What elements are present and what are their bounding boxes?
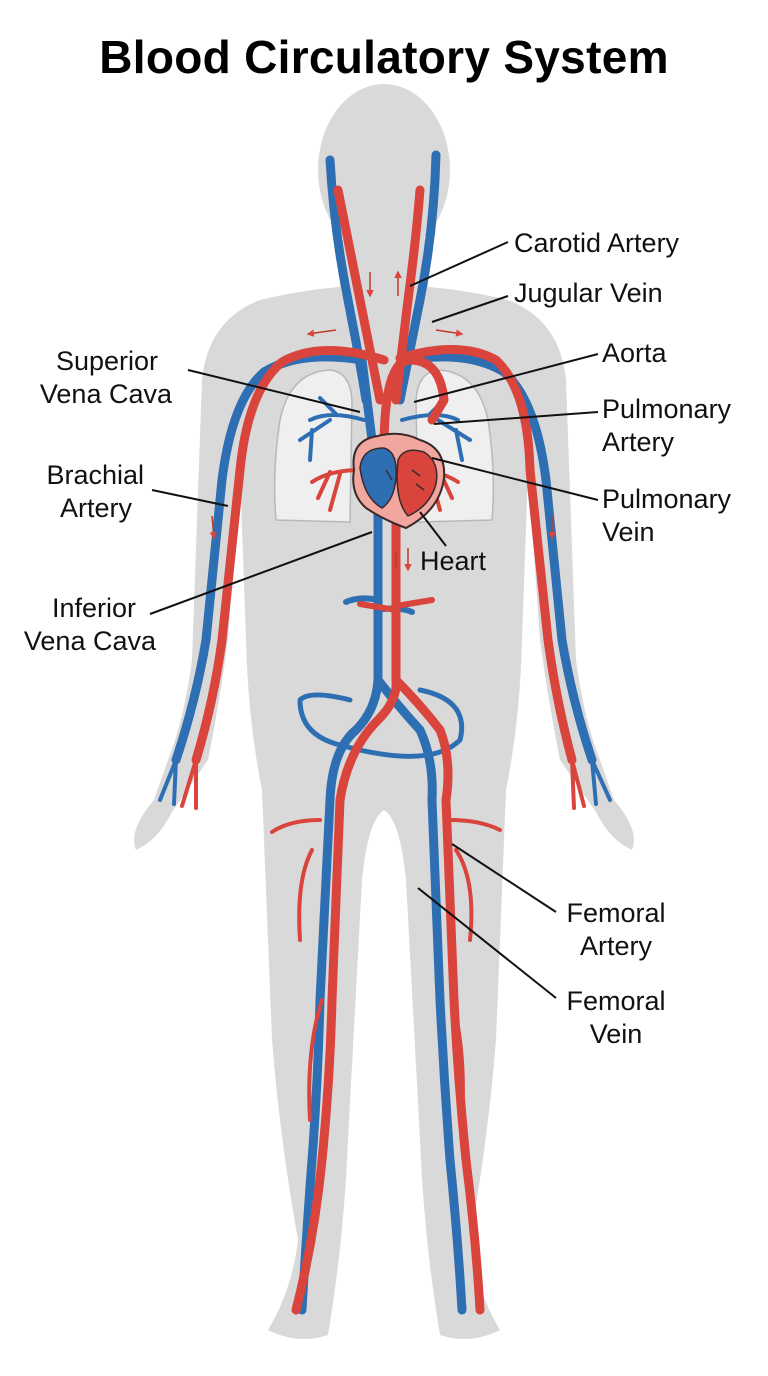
label-heart: Heart: [420, 546, 487, 576]
arterial-system: [180, 185, 586, 1315]
arrow-right-shoulder: [435, 329, 464, 337]
label-superior-vena-cava-line1: Superior: [56, 346, 158, 376]
label-aorta: Aorta: [602, 338, 668, 368]
diagram-title: Blood Circulatory System: [99, 31, 669, 83]
subclavian-vein-right: [401, 352, 597, 765]
label-pulmonary-vein-line1: Pulmonary: [602, 484, 732, 514]
subclavian-artery-right: [395, 344, 577, 765]
subclavian-vein-left: [171, 352, 367, 765]
venous-system: [158, 150, 612, 1315]
pelvic-vein-loop: [297, 687, 465, 759]
leader-brachial-artery: [151, 489, 229, 507]
arrow-left-shoulder: [306, 329, 337, 337]
aortic-arch: [379, 355, 449, 455]
leader-aorta: [413, 353, 599, 403]
leader-femoral-vein: [417, 887, 557, 999]
femoral-artery-right: [391, 675, 485, 1315]
label-femoral-artery-line2: Artery: [580, 931, 653, 961]
label-pulmonary-artery-line1: Pulmonary: [602, 394, 732, 424]
label-femoral-vein-line1: Femoral: [566, 986, 665, 1016]
leader-lines: [149, 241, 599, 999]
labels: Carotid Artery Jugular Vein Aorta Pulmon…: [24, 228, 732, 1049]
hand-arteries-right: [570, 758, 586, 810]
leader-jugular-vein: [431, 295, 509, 323]
renal-artery-left: [357, 601, 399, 613]
leader-heart: [419, 511, 447, 547]
label-pulmonary-vein-line2: Vein: [602, 517, 655, 547]
leader-superior-vena-cava: [187, 369, 361, 413]
thigh-branches-left: [270, 818, 324, 1122]
inferior-vena-cava: [325, 505, 383, 805]
label-pulmonary-artery-line2: Artery: [602, 427, 675, 457]
label-brachial-artery-line2: Artery: [60, 493, 133, 523]
label-superior-vena-cava-line2: Vena Cava: [40, 379, 173, 409]
hand-veins-left: [158, 758, 178, 806]
carotid-artery-left: [333, 185, 385, 405]
leader-pulmonary-vein: [431, 457, 599, 501]
renal-vein-left: [343, 595, 381, 605]
label-femoral-artery-line1: Femoral: [566, 898, 665, 928]
thigh-branches-right: [448, 818, 502, 1122]
leader-femoral-artery: [451, 843, 557, 913]
label-inferior-vena-cava-line1: Inferior: [52, 593, 136, 623]
leader-carotid-artery: [409, 241, 509, 287]
renal-artery-right: [393, 597, 435, 609]
heart-valves: [385, 469, 425, 491]
arrow-left-arm: [209, 515, 218, 540]
subclavian-artery-left: [191, 345, 389, 765]
label-inferior-vena-cava-line2: Vena Cava: [24, 626, 157, 656]
jugular-vein-right: [395, 150, 441, 405]
label-brachial-artery-line1: Brachial: [46, 460, 144, 490]
heart: [352, 432, 446, 530]
leader-pulmonary-artery: [433, 411, 599, 425]
femoral-artery-left: [291, 795, 345, 1315]
flow-arrows: [209, 270, 556, 572]
descending-aorta: [335, 495, 401, 805]
hand-veins-right: [590, 758, 612, 806]
femoral-vein-right: [373, 675, 467, 1315]
label-femoral-vein-line2: Vein: [590, 1019, 643, 1049]
leader-inferior-vena-cava: [149, 531, 373, 615]
heart-left-side: [396, 449, 438, 517]
label-jugular-vein: Jugular Vein: [514, 278, 663, 308]
hand-arteries-left: [180, 758, 198, 810]
superior-vena-cava: [357, 355, 377, 445]
heart-right-side: [359, 447, 397, 509]
label-carotid-artery: Carotid Artery: [514, 228, 680, 258]
